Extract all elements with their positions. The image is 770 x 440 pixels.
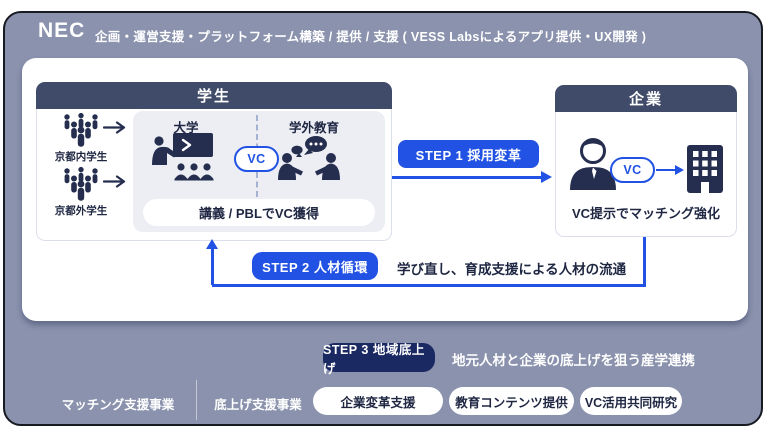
step3-badge: STEP 3 地域底上げ (323, 343, 435, 376)
footer-pill-label: VC活用共同研究 (584, 395, 678, 410)
footer-label-bottomup: 底上げ支援事業 (214, 398, 302, 412)
step1-badge: STEP 1 採用変革 (398, 140, 539, 168)
step2-description: 学び直し、育成支援による人材の流通 (397, 262, 627, 277)
arrow-right-icon (103, 175, 126, 188)
lecture-pbl-pill: 講義 / PBLでVC獲得 (143, 199, 375, 226)
step2-loop-arrow-head (206, 239, 218, 249)
company-caption: VC提示でマッチング強化 (571, 206, 721, 221)
step2-loop-right-segment (643, 237, 646, 287)
footer-pill-corporate-transformation: 企業変革支援 (313, 387, 443, 415)
vc-badge: VC (234, 146, 279, 172)
lecture-icon (152, 133, 214, 181)
company-card-header: 企業 (555, 85, 737, 112)
discussion-icon (278, 136, 340, 180)
group-label-outside-kyoto: 京都外学生 (54, 205, 108, 217)
lecture-pbl-label: 講義 / PBLでVC獲得 (199, 206, 319, 221)
arrow-right-icon (103, 121, 126, 134)
footer-label-matching: マッチング支援事業 (61, 398, 175, 412)
footer-pill-education-content: 教育コンテンツ提供 (449, 387, 574, 415)
office-building-icon (687, 145, 723, 193)
university-label: 大学 (173, 121, 199, 135)
header-subtitle: 企画・運営支援・プラットフォーム構築 / 提供 / 支援 ( VESS Labs… (95, 30, 647, 44)
people-group-icon (64, 166, 98, 201)
external-education-label: 学外教育 (288, 121, 339, 135)
footer-pill-label: 企業変革支援 (340, 395, 416, 410)
footer-pill-label: 教育コンテンツ提供 (455, 395, 568, 410)
businessperson-icon (570, 138, 616, 190)
people-group-icon (64, 112, 98, 147)
vc-to-building-arrow-head (675, 165, 684, 175)
vc-badge: VC (610, 157, 655, 183)
step1-arrow-line (392, 176, 542, 179)
vc-badge-label: VC (623, 163, 642, 177)
group-label-inside-kyoto: 京都内学生 (54, 151, 108, 163)
vc-badge-label: VC (247, 152, 266, 166)
students-card-header: 学生 (36, 82, 392, 109)
nec-logo: NEC (38, 19, 86, 42)
step3-description: 地元人材と企業の底上げを狙う産学連携 (452, 353, 695, 368)
step2-loop-left-segment (211, 247, 214, 285)
footer-pill-vc-joint-research: VC活用共同研究 (580, 387, 682, 415)
vc-to-building-arrow-line (656, 169, 678, 171)
step2-loop-bottom-segment (212, 284, 646, 287)
step2-badge: STEP 2 人材循環 (252, 252, 378, 280)
footer-divider (196, 380, 197, 420)
step1-arrow-head (541, 171, 552, 183)
